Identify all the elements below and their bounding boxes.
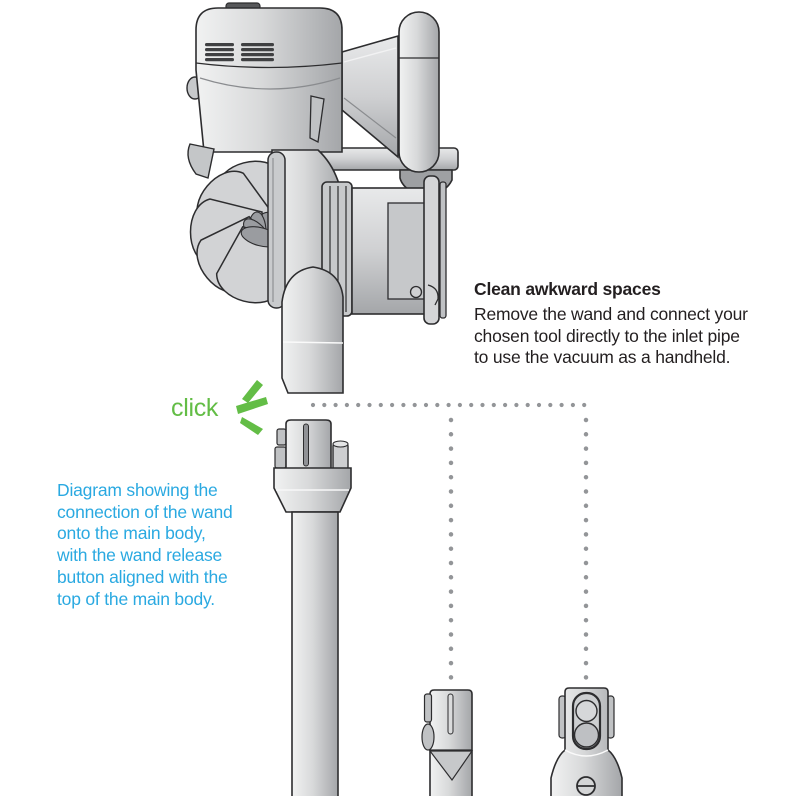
crevice-tool-slot bbox=[447, 693, 454, 735]
motor-seam bbox=[195, 62, 343, 69]
crevice-tool-clip bbox=[423, 693, 433, 723]
clear-bin bbox=[321, 175, 447, 325]
crevice-tool-body bbox=[429, 689, 473, 796]
cyclone-assembly bbox=[189, 151, 286, 309]
instruction-body-line: chosen tool directly to the inlet pipe bbox=[474, 325, 740, 346]
description-line: button aligned with the bbox=[57, 566, 228, 587]
description-line: onto the main body, bbox=[57, 523, 206, 544]
alignment-guide-dots bbox=[310, 402, 589, 681]
description-line: Diagram showing the bbox=[57, 480, 218, 500]
combination-tool-button-lower bbox=[573, 722, 600, 748]
click-label: click bbox=[171, 394, 219, 422]
instruction-body-line: to use the vacuum as a handheld. bbox=[474, 347, 731, 368]
wand-release-button bbox=[332, 440, 349, 471]
trigger bbox=[309, 95, 325, 143]
click-burst-icon bbox=[236, 380, 268, 435]
handle-arm bbox=[341, 34, 399, 159]
handle bbox=[398, 11, 440, 173]
combination-tool bbox=[550, 687, 623, 796]
diagram-description: Diagram showing the connection of the wa… bbox=[57, 480, 297, 610]
instruction-block: Clean awkward spaces Remove the wand and… bbox=[474, 278, 786, 369]
cyclone-wing bbox=[187, 143, 215, 179]
description-line: connection of the wand bbox=[57, 501, 233, 522]
crevice-tool-taper bbox=[428, 750, 474, 782]
wand bbox=[273, 419, 352, 796]
crevice-tool bbox=[421, 689, 474, 796]
crevice-tool-clip-bump bbox=[421, 723, 435, 751]
wand-clip-lower bbox=[274, 446, 287, 469]
description-line: top of the main body. bbox=[57, 588, 215, 609]
instruction-heading: Clean awkward spaces bbox=[474, 279, 661, 299]
combination-tool-screw bbox=[576, 776, 596, 796]
wand-clip-upper bbox=[276, 428, 287, 446]
combination-tool-button-upper bbox=[575, 699, 598, 723]
inlet-pipe bbox=[281, 266, 344, 394]
description-line: with the wand release bbox=[57, 545, 223, 566]
front-cover-curve bbox=[199, 77, 341, 90]
cyclone-ring-plate bbox=[267, 151, 286, 309]
bin-latch bbox=[409, 284, 439, 306]
motor-vents bbox=[205, 43, 274, 62]
instruction-body-line: Remove the wand and connect your bbox=[474, 304, 748, 324]
wand-connector-slot bbox=[303, 423, 309, 467]
vacuum-main-body bbox=[186, 2, 459, 394]
wand-tube bbox=[291, 511, 339, 796]
